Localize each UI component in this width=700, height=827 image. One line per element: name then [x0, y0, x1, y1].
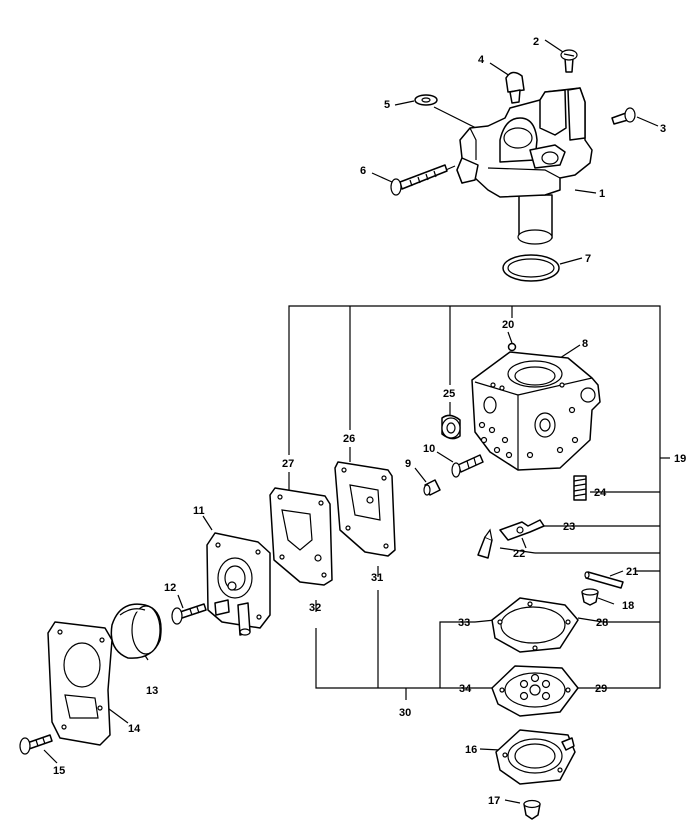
part-20-ball	[507, 342, 517, 352]
callout-20: 20	[502, 319, 514, 331]
callout-15: 15	[53, 765, 65, 777]
part-4-adjust-screw	[505, 71, 525, 104]
part-13-primer-bulb	[110, 603, 162, 659]
part-6-long-screw	[390, 164, 448, 196]
part-8-carburetor-body	[471, 351, 601, 471]
callout-16: 16	[465, 744, 477, 756]
callout-27: 27	[282, 458, 294, 470]
part-24-spring	[573, 475, 587, 501]
callout-26: 26	[343, 433, 355, 445]
callout-32: 32	[309, 602, 321, 614]
part-14-cover-plate	[47, 621, 113, 746]
part-17-screw	[523, 799, 541, 820]
callout-22: 22	[513, 548, 525, 560]
part-27-diaphragm	[269, 487, 333, 586]
callout-21: 21	[626, 566, 638, 578]
callout-24: 24	[594, 487, 607, 499]
callout-1: 1	[599, 188, 605, 200]
part-7-o-ring	[502, 254, 560, 282]
part-1-bracket-body	[456, 87, 593, 245]
callout-10: 10	[423, 443, 435, 455]
callout-6: 6	[360, 165, 366, 177]
group-callout-labels: 1 2 3 4 5 6 7 8 9 10 11 12 13 14 15 16 1…	[53, 36, 686, 807]
group-bracket-lines	[288, 305, 670, 700]
part-21-pin	[584, 571, 624, 589]
part-12-screw	[171, 603, 207, 625]
part-18-screw	[581, 588, 599, 606]
callout-34: 34	[459, 683, 472, 695]
callout-9: 9	[405, 458, 411, 470]
callout-5: 5	[384, 99, 390, 111]
callout-23: 23	[563, 521, 575, 533]
callout-25: 25	[443, 388, 455, 400]
part-29-diaphragm	[491, 665, 579, 717]
part-16-cover	[495, 729, 576, 785]
callout-33: 33	[458, 617, 470, 629]
part-3-screw	[611, 107, 636, 125]
callout-29: 29	[595, 683, 607, 695]
callout-4: 4	[478, 54, 485, 66]
part-15-screw	[19, 734, 53, 755]
callout-8: 8	[582, 338, 588, 350]
callout-18: 18	[622, 600, 634, 612]
part-28-gasket	[491, 597, 579, 653]
part-9-plug	[423, 479, 441, 496]
callout-19: 19	[674, 453, 686, 465]
callout-3: 3	[660, 123, 666, 135]
part-26-gasket	[334, 461, 396, 557]
part-11-pump-cover	[206, 532, 271, 636]
callout-28: 28	[596, 617, 608, 629]
callout-12: 12	[164, 582, 176, 594]
part-2-screw	[560, 49, 578, 73]
callout-7: 7	[585, 253, 591, 265]
callout-31: 31	[371, 572, 383, 584]
callout-17: 17	[488, 795, 500, 807]
callout-14: 14	[128, 723, 141, 735]
part-22-needle	[477, 528, 493, 559]
part-23-lever	[499, 519, 545, 549]
part-5-clip	[414, 94, 438, 106]
part-25-cap	[441, 414, 461, 440]
callout-13: 13	[146, 685, 158, 697]
callout-2: 2	[533, 36, 539, 48]
part-10-screw	[451, 454, 484, 478]
callout-30: 30	[399, 707, 411, 719]
callout-11: 11	[193, 505, 205, 517]
